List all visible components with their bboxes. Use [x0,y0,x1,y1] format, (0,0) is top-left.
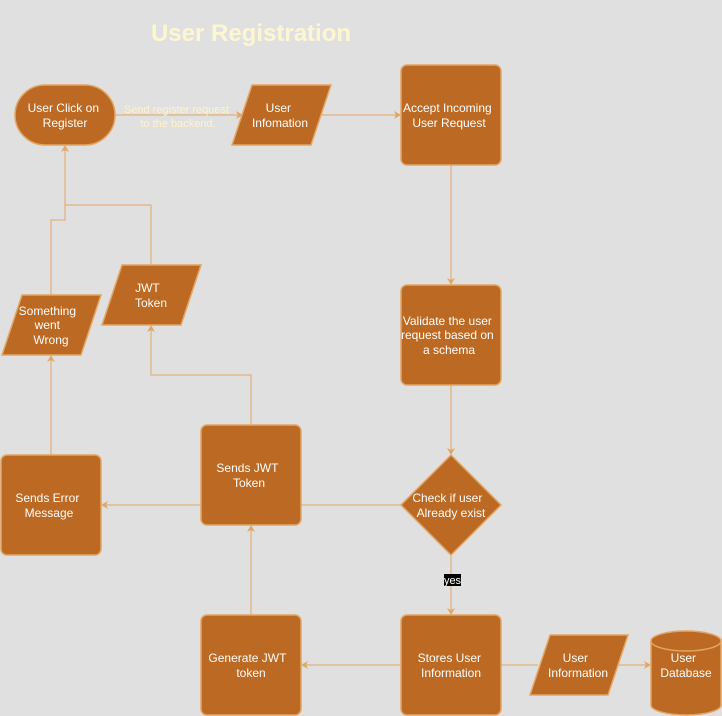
edge-jwttoken-to-click [65,204,152,265]
node-sends-jwt[interactable]: Sends JWT Token [200,424,302,526]
svg-text:User Infomation: User Infomation [252,101,308,130]
node-user-click-register[interactable]: User Click on Register [14,84,116,146]
yes-label: yes [444,575,462,587]
node-accept-request[interactable]: Accept Incoming User Request [400,64,502,166]
svg-text:Stores User Informatio: Stores User Information [418,651,485,680]
svg-text:Generate JWT token: Generate JWT token [208,651,289,680]
node-stores-user-information[interactable]: Stores User Information [400,614,502,716]
svg-text:User Click on Register: User Click on Register [28,101,103,130]
edge-label-send-register: Send register request to the backend. [124,104,232,130]
node-user-information-input[interactable]: User Infomation [230,84,333,146]
node-something-went-wrong[interactable]: Something went Wrong [0,294,103,356]
edges [47,111,651,669]
svg-text:Accept Incoming User: Accept Incoming User Request [403,101,495,130]
node-validate-request[interactable]: Validate the user request based on a sch… [400,284,502,386]
yes-label-bg [444,574,461,586]
edge-wrong-to-click [50,145,69,295]
svg-text:Validate the user requ: Validate the user request based on a sch… [401,314,497,357]
edge-sendsjwt-to-jwttoken [147,325,252,425]
page-title: User Registration [150,20,352,47]
node-user-database[interactable]: User Database [650,630,722,716]
database-icon [650,641,722,716]
svg-text:User Information: User Information [548,651,608,680]
node-user-information-output[interactable]: User Information [528,634,630,696]
node-sends-error[interactable]: Sends Error Message [0,454,102,556]
svg-text:JWT Token: JWT Token [135,281,167,310]
node-check-user-exists[interactable]: Check if user Already exist [399,453,503,557]
svg-text:User Database: User Database [660,651,712,680]
nodes: User Click on Register User Infomation A… [0,64,722,716]
node-generate-jwt[interactable]: Generate JWT token [200,614,302,716]
svg-text:Sends JWT Token: Sends JWT Token [216,461,281,490]
svg-text:Something went: Something went Wrong [19,304,80,347]
node-jwt-token[interactable]: JWT Token [100,264,203,326]
svg-text:Check if user Already: Check if user Already exist [412,491,486,520]
svg-text:Sends Error Message: Sends Error Message [15,491,82,520]
